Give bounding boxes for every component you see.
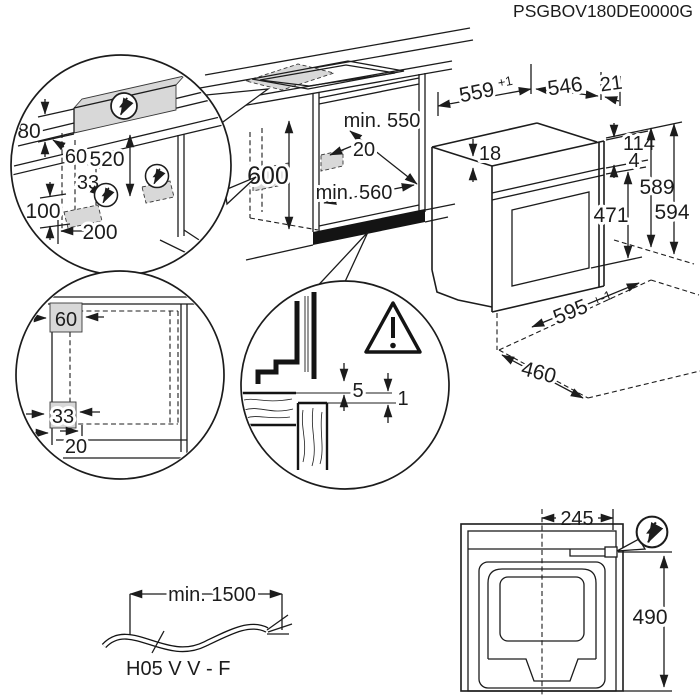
floor-lines [245,203,456,261]
detail-side-content: 60 33 20 [26,296,196,461]
cable-frayed-end [266,614,293,635]
dim-oven-top-width-tolerance: +1 [496,73,513,91]
dim-body-height: 589 [639,176,674,199]
niche-left-pillar [312,92,320,232]
plinth-shadow [313,209,425,245]
dim-top-view-depth: 490 [632,606,667,629]
oven-top-view: 245 490 [460,508,672,697]
dim-oven-top-width: 559 [457,78,496,107]
oven-isometric-view: 18 559 +1 546 21 114 4 471 589 594 595 +… [431,64,700,399]
dim-niche-depth: min. 550 [344,110,421,132]
electrical-icon [94,183,117,206]
niche-right-pillar [418,73,426,213]
dim-door-height: 471 [593,204,628,227]
niche-dimensions: 600 min. 550 20 min. 560 [244,107,423,230]
dim-front-width: 595 [550,295,591,329]
model-code: PSGBOV180DE0000G [513,1,693,21]
dim-niche-width: min. 560 [316,182,393,204]
dim-side-60: 60 [55,309,77,331]
oven-door-window [511,191,590,287]
electrical-icon [145,164,168,187]
zone-box-right [141,180,175,204]
dim-zone-100: 100 [25,200,60,223]
dim-panel-door-gap: 4 [628,150,639,172]
hob-cutout [244,60,405,91]
dim-cable-length: min. 1500 [168,584,256,606]
wall-bottom-line [199,39,474,89]
vent-gap-zone [320,149,344,172]
zone-side-bottom [49,401,77,429]
dim-body-width: 460 [519,357,559,388]
dim-zone-60: 60 [65,146,87,168]
detail-circle-gap [240,280,450,490]
dim-side-33: 33 [52,406,74,428]
terminal-box [604,546,618,558]
dim-front-width-tolerance: +-1 [591,287,614,308]
wall-top-line [204,27,471,76]
detail-circle-side-view [15,270,225,480]
dim-vent-gap: 20 [353,139,375,161]
dim-front-overhang: 21 [599,72,624,97]
dim-zone-520: 520 [89,148,124,171]
electrical-icon [111,93,137,119]
dim-oven-depth: 546 [546,73,584,101]
zone-box-bottom [63,204,103,229]
kitchen-cabinet-scene: 600 min. 550 20 min. 560 [195,27,474,261]
dim-oven-top-gap: 18 [479,143,501,165]
cable-leader-line [151,630,165,654]
dim-gap-5: 5 [352,380,363,402]
dim-front-height: 594 [654,201,689,224]
niche-floor-lip [318,204,420,227]
dim-connection-offset: 245 [560,508,593,530]
dim-side-20: 20 [65,436,87,458]
dim-zone-200: 200 [82,221,117,244]
cable-type-label: H05 V V - F [126,658,230,680]
detail-gap-content: 5 1 [242,292,422,470]
mains-cable-figure: min. 1500 H05 V V - F [101,581,293,680]
zone-side-top [49,302,83,333]
dim-zone-80: 80 [17,120,40,143]
detail-electrical-content: 80 60 520 33 100 200 [13,75,229,263]
dim-niche-height: 600 [247,162,289,190]
niche-top-edge [318,77,420,105]
dim-gap-1: 1 [397,388,408,410]
electrical-icon [637,517,668,548]
warning-triangle-icon [364,301,422,354]
